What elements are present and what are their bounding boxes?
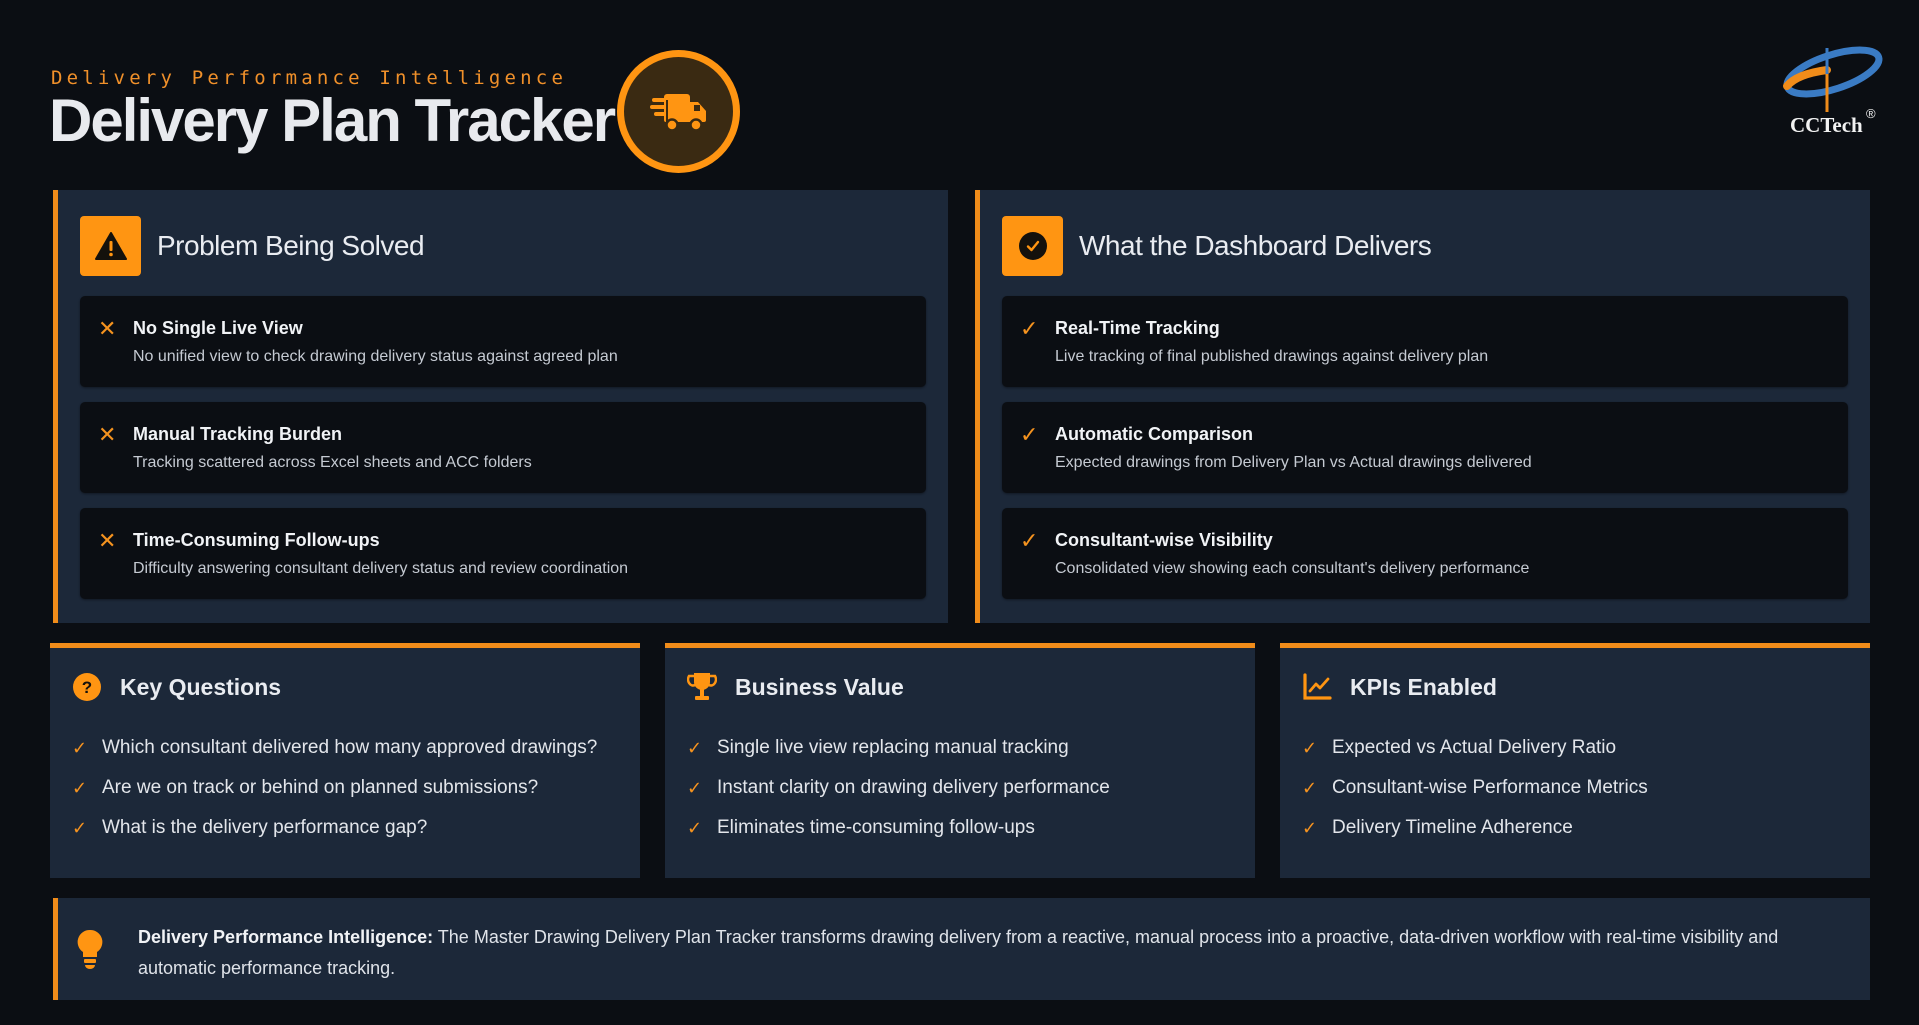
check-mark-icon: ✓	[1020, 422, 1039, 447]
key-questions-list: ✓Which consultant delivered how many app…	[72, 728, 597, 848]
check-icon: ✓	[1302, 777, 1318, 798]
page-title: Delivery Plan Tracker	[49, 87, 616, 154]
item-title: Manual Tracking Burden	[133, 424, 343, 444]
key-questions-header: ? Key Questions	[72, 672, 281, 702]
problem-item: ✕ Manual Tracking Burden Tracking scatte…	[80, 402, 926, 493]
key-questions-card: ? Key Questions ✓Which consultant delive…	[50, 643, 640, 878]
check-icon: ✓	[72, 737, 88, 758]
logo-registered-mark: ®	[1866, 106, 1876, 121]
list-item: ✓Consultant-wise Performance Metrics	[1302, 777, 1648, 798]
summary-text: Delivery Performance Intelligence: The M…	[138, 922, 1830, 984]
delivers-card: What the Dashboard Delivers ✓ Real-Time …	[975, 190, 1870, 623]
kpis-card: KPIs Enabled ✓Expected vs Actual Deliver…	[1280, 643, 1870, 878]
list-item: ✓Single live view replacing manual track…	[687, 737, 1069, 758]
delivers-card-title: What the Dashboard Delivers	[1079, 230, 1432, 261]
kpis-list: ✓Expected vs Actual Delivery Ratio ✓Cons…	[1302, 728, 1648, 848]
check-icon: ✓	[1302, 817, 1318, 838]
item-description: Consolidated view showing each consultan…	[1055, 560, 1530, 577]
item-title: No Single Live View	[133, 318, 303, 338]
delivers-icon-box	[1002, 216, 1063, 276]
business-value-header: Business Value	[687, 672, 904, 702]
list-item: ✓What is the delivery performance gap?	[72, 817, 428, 838]
cctech-logo-icon	[1783, 46, 1883, 112]
business-value-card: Business Value ✓Single live view replaci…	[665, 643, 1255, 878]
delivers-item: ✓ Consultant-wise Visibility Consolidate…	[1002, 508, 1848, 599]
delivers-item: ✓ Real-Time Tracking Live tracking of fi…	[1002, 296, 1848, 387]
problem-card-title: Problem Being Solved	[157, 230, 425, 261]
problem-card-header: Problem Being Solved	[80, 216, 425, 276]
item-title: Automatic Comparison	[1055, 424, 1254, 444]
x-mark-icon: ✕	[98, 316, 117, 341]
truck-badge	[617, 50, 740, 173]
check-icon: ✓	[1302, 737, 1318, 758]
list-item: ✓Eliminates time-consuming follow-ups	[687, 817, 1035, 838]
logo-text: CCTech	[1790, 113, 1863, 137]
summary-body: The Master Drawing Delivery Plan Tracker…	[138, 927, 1779, 978]
check-mark-icon: ✓	[1020, 528, 1039, 553]
list-item: ✓Expected vs Actual Delivery Ratio	[1302, 737, 1617, 758]
item-title: Consultant-wise Visibility	[1055, 530, 1273, 550]
key-questions-title: Key Questions	[120, 673, 282, 700]
item-description: Live tracking of final published drawing…	[1055, 348, 1489, 365]
list-item: ✓Delivery Timeline Adherence	[1302, 817, 1573, 838]
business-value-title: Business Value	[735, 673, 904, 700]
eyebrow-subtitle: Delivery Performance Intelligence	[51, 67, 568, 89]
problem-list: ✕ No Single Live View No unified view to…	[80, 296, 926, 614]
question-circle-icon: ?	[73, 673, 101, 701]
item-description: Expected drawings from Delivery Plan vs …	[1055, 454, 1532, 471]
delivers-list: ✓ Real-Time Tracking Live tracking of fi…	[1002, 296, 1848, 614]
list-item: ✓Instant clarity on drawing delivery per…	[687, 777, 1110, 798]
warning-triangle-icon	[94, 232, 127, 260]
check-circle-icon	[1018, 232, 1047, 260]
check-icon: ✓	[687, 817, 703, 838]
problem-item: ✕ Time-Consuming Follow-ups Difficulty a…	[80, 508, 926, 599]
check-mark-icon: ✓	[1020, 316, 1039, 341]
check-icon: ✓	[687, 777, 703, 798]
check-icon: ✓	[72, 817, 88, 838]
item-description: Tracking scattered across Excel sheets a…	[133, 454, 532, 471]
problem-item: ✕ No Single Live View No unified view to…	[80, 296, 926, 387]
delivers-item: ✓ Automatic Comparison Expected drawings…	[1002, 402, 1848, 493]
item-title: Real-Time Tracking	[1055, 318, 1220, 338]
check-icon: ✓	[687, 737, 703, 758]
lightbulb-icon	[77, 929, 103, 969]
item-description: No unified view to check drawing deliver…	[133, 348, 618, 365]
list-item: ✓Are we on track or behind on planned su…	[72, 777, 539, 798]
x-mark-icon: ✕	[98, 422, 117, 447]
svg-text:?: ?	[82, 678, 92, 697]
check-icon: ✓	[72, 777, 88, 798]
list-item: ✓Which consultant delivered how many app…	[72, 737, 598, 758]
kpis-title: KPIs Enabled	[1350, 673, 1497, 700]
x-mark-icon: ✕	[98, 528, 117, 553]
line-chart-icon	[1303, 673, 1332, 700]
item-title: Time-Consuming Follow-ups	[133, 530, 380, 550]
truck-fast-icon	[649, 93, 706, 132]
problem-card: Problem Being Solved ✕ No Single Live Vi…	[53, 190, 948, 623]
item-description: Difficulty answering consultant delivery…	[133, 560, 629, 577]
summary-banner: Delivery Performance Intelligence: The M…	[53, 898, 1870, 1000]
problem-icon-box	[80, 216, 141, 276]
trophy-icon	[687, 673, 717, 700]
kpis-header: KPIs Enabled	[1302, 672, 1497, 702]
business-value-list: ✓Single live view replacing manual track…	[687, 728, 1110, 848]
summary-label: Delivery Performance Intelligence:	[138, 927, 434, 947]
delivers-card-header: What the Dashboard Delivers	[1002, 216, 1432, 276]
